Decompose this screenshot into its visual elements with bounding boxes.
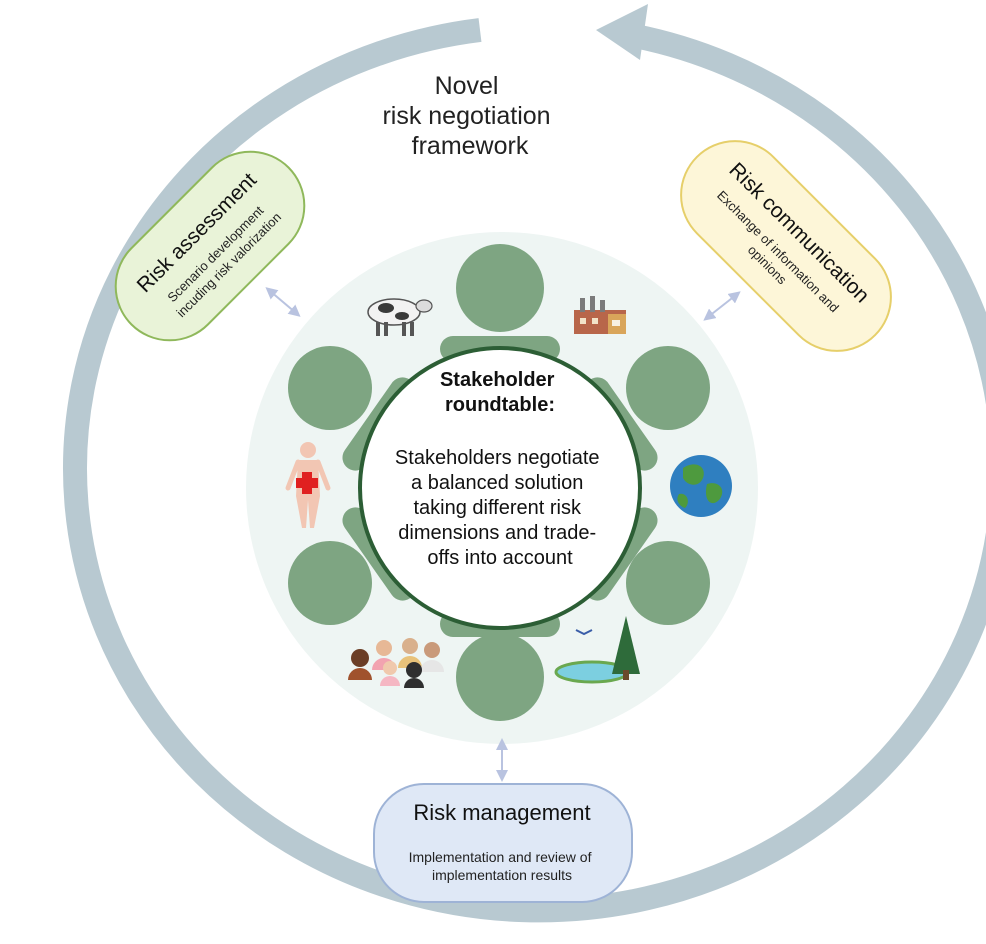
seat-head <box>456 633 544 721</box>
cycle-arrowhead <box>596 4 648 60</box>
factory-icon <box>574 296 626 334</box>
risk-management-box: Risk management Implementation and revie… <box>373 783 633 903</box>
cow-icon <box>367 298 433 336</box>
seat-head <box>626 346 710 430</box>
diagram-title: Novel risk negotiation framework <box>382 72 557 160</box>
risk-management-desc: Implementation and review of implementat… <box>409 849 596 883</box>
title-line: framework <box>412 132 529 160</box>
connector-communication <box>703 291 741 321</box>
roundtable-heading: Stakeholder roundtable: <box>440 369 560 416</box>
risk-assessment-pill <box>114 150 306 342</box>
connector-assessment <box>265 287 301 317</box>
seat-head <box>626 541 710 625</box>
risk-assessment-box: Risk assessment Scenario development inc… <box>114 150 306 342</box>
seat-head <box>456 244 544 332</box>
human-health-icon <box>285 442 331 528</box>
title-line: risk negotiation <box>382 102 550 130</box>
globe-icon <box>670 455 732 517</box>
connectors <box>265 287 741 782</box>
forest-lake-icon <box>554 616 640 684</box>
roundtable-body: Stakeholders negotiate a balanced soluti… <box>395 447 605 569</box>
title-line: Novel <box>435 72 499 100</box>
people-group-icon <box>348 638 444 688</box>
seat-head <box>288 346 372 430</box>
seat-head <box>288 541 372 625</box>
roundtable <box>358 346 642 630</box>
risk-management-pill <box>373 783 633 903</box>
risk-management-title: Risk management <box>413 800 590 825</box>
